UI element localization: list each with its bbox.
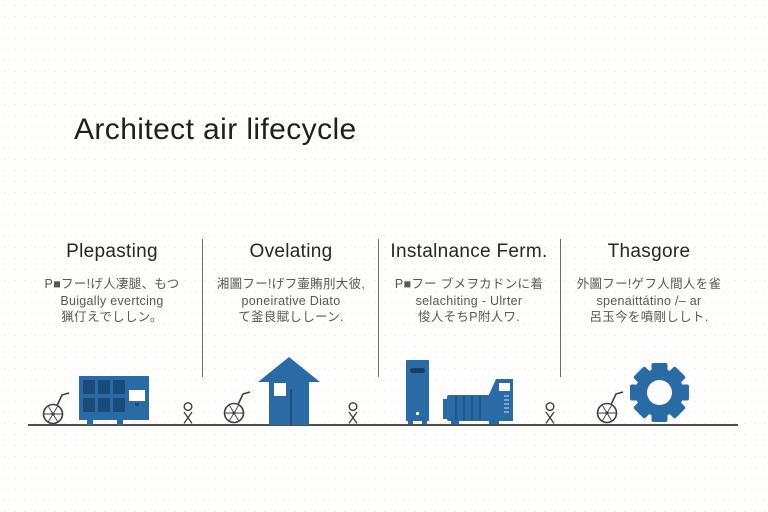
ground-line [28, 424, 738, 426]
description-line: poneirative Diato [241, 293, 341, 308]
cab-window-detail [499, 383, 510, 391]
server-cabinet-icon [406, 360, 429, 424]
column-divider [202, 239, 203, 377]
gear-icon [630, 363, 689, 422]
column-thasgore: Thasgore 外圖フー!ゲフ人間人を雀 spenaittátino /– a… [557, 241, 741, 326]
description-line: P■フー!げ人凄腿、もつ [44, 277, 180, 291]
column-plepasting: Plepasting P■フー!げ人凄腿、もつ Buigally evertci… [20, 241, 204, 326]
page-title: Architect air lifecycle [74, 113, 357, 146]
storage-cabinet-icon [79, 376, 149, 425]
person-icon [183, 402, 193, 424]
column-description: 湘圖フー!げフ壷賄刖大彼, poneirative Diato て釜良賦ししーン… [199, 276, 383, 326]
description-line: 悛人そちP附人ワ. [417, 310, 520, 324]
description-line: P■フー ブメヲカドンに着 [394, 277, 544, 291]
window-detail [274, 383, 286, 396]
house-icon [258, 357, 320, 425]
column-divider [378, 239, 379, 377]
description-line: 湘圖フー!げフ壷賄刖大彼, [216, 277, 366, 291]
person-icon [545, 402, 555, 424]
description-line: 外圖フー!ゲフ人間人を雀 [576, 277, 722, 291]
description-line: 猟仃えでししン。 [61, 310, 163, 324]
column-description: P■フー!げ人凄腿、もつ Buigally evertcing 猟仃えでししン。 [20, 276, 204, 326]
column-heading: Instalnance Ferm. [390, 241, 548, 262]
description-line: Buigally evertcing [60, 293, 164, 308]
compressor-machine-icon [443, 379, 513, 424]
column-instalnance: Instalnance Ferm. P■フー ブメヲカドンに着 selachit… [377, 241, 561, 326]
description-line: spenaittátino /– ar [596, 293, 702, 308]
column-divider [560, 239, 561, 377]
wheel-cart-icon [42, 392, 70, 425]
wheel-cart-icon [223, 391, 251, 424]
description-line: 呂玉今を噴剛ししト. [589, 310, 709, 324]
column-description: P■フー ブメヲカドンに着 selachiting - Ulrter 悛人そちP… [377, 276, 561, 326]
wheel-cart-icon [596, 391, 624, 424]
screen-detail [129, 390, 145, 401]
column-heading: Thasgore [607, 241, 691, 262]
description-line: selachiting - Ulrter [415, 293, 523, 308]
column-heading: Ovelating [249, 241, 333, 262]
column-description: 外圖フー!ゲフ人間人を雀 spenaittátino /– ar 呂玉今を噴剛し… [557, 276, 741, 326]
description-line: て釜良賦ししーン. [238, 310, 344, 324]
person-icon [348, 402, 358, 424]
column-heading: Plepasting [66, 241, 158, 262]
column-ovelating: Ovelating 湘圖フー!げフ壷賄刖大彼, poneirative Diat… [199, 241, 383, 326]
